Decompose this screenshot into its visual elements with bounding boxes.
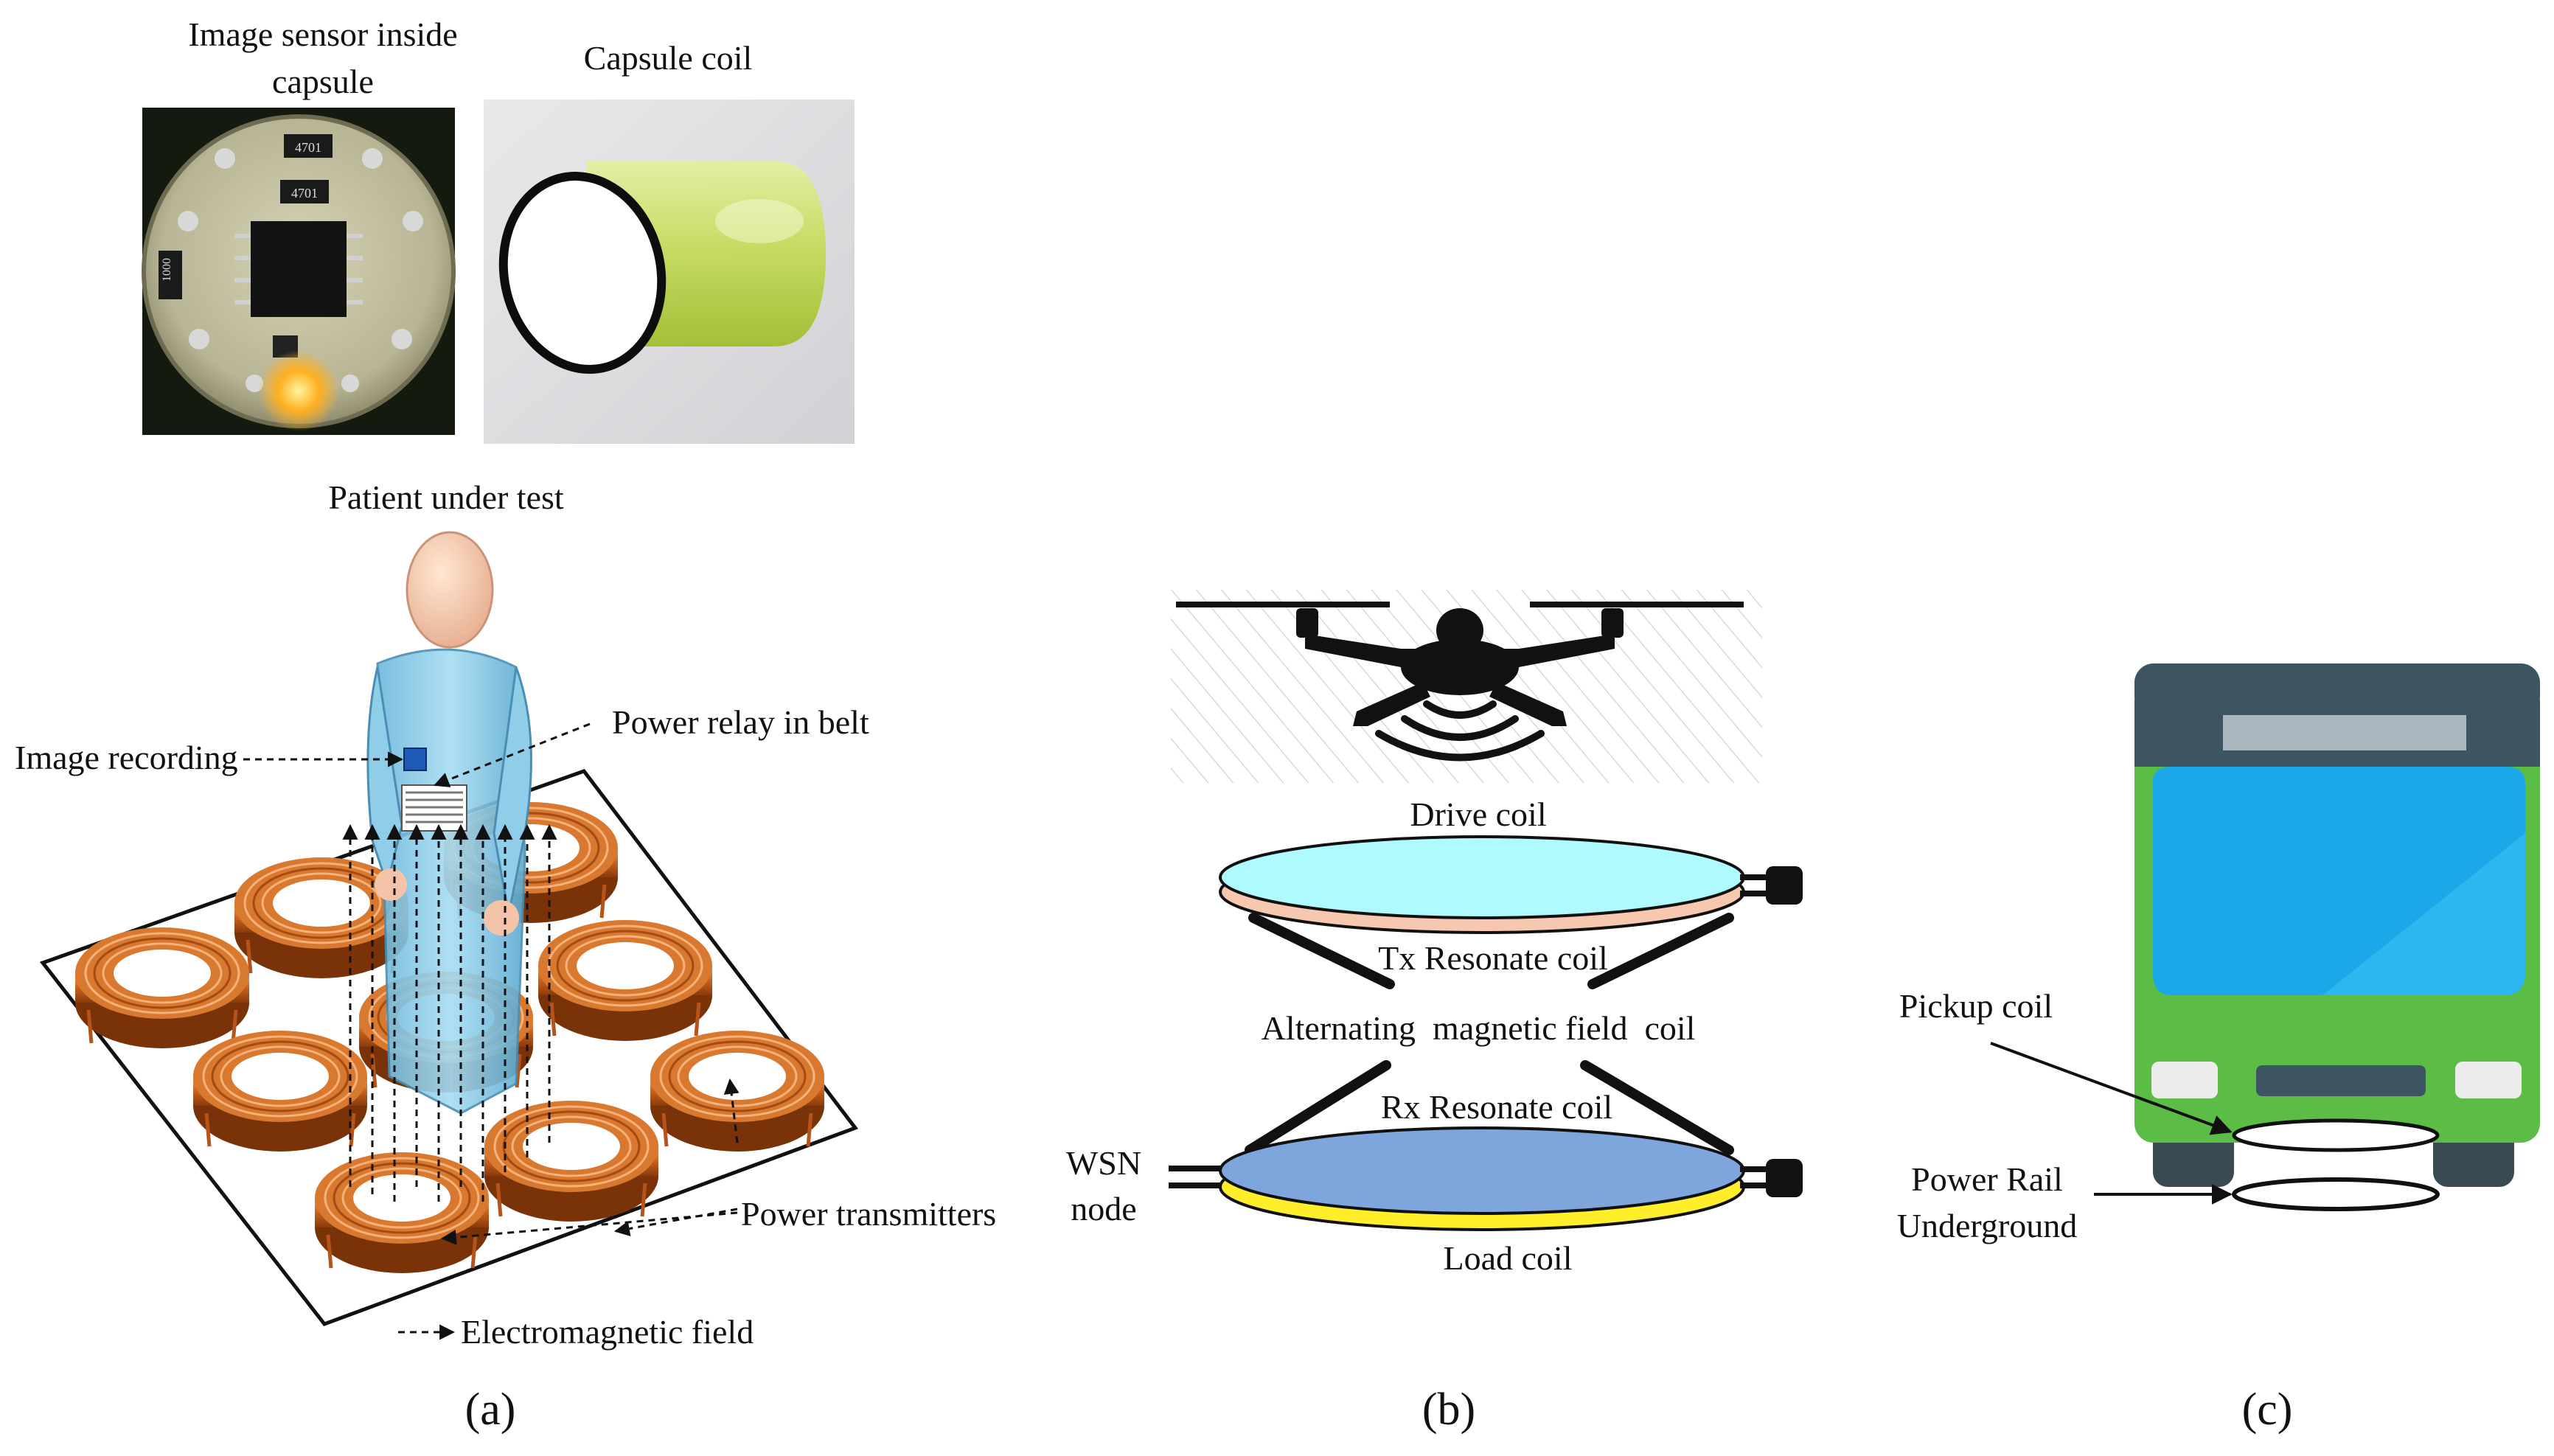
load-coil-label: Load coil bbox=[1444, 1239, 1573, 1277]
panel-a: Image sensor inside capsule Capsule coil… bbox=[15, 15, 996, 1435]
chip-marking-3: 1000 bbox=[161, 258, 173, 282]
image-sensor-chip bbox=[251, 221, 347, 317]
power-transmitter-coil bbox=[315, 1152, 489, 1273]
capsule-coil-title: Capsule coil bbox=[584, 39, 753, 77]
wsn-label-line1: WSN bbox=[1066, 1144, 1141, 1182]
power-transmitter-coil bbox=[650, 1031, 824, 1152]
pickup-coil-label: Pickup coil bbox=[1899, 987, 2053, 1025]
panel-c-leaders bbox=[1990, 1042, 2233, 1205]
patient-figure bbox=[366, 531, 532, 1115]
em-field-label: Electromagnetic field bbox=[461, 1313, 754, 1351]
tx-resonate-label: Tx Resonate coil bbox=[1378, 939, 1608, 977]
coil-struts bbox=[1245, 913, 1734, 1155]
caption-a: (a) bbox=[465, 1384, 516, 1435]
power-rail-label-line1: Power Rail bbox=[1911, 1160, 2063, 1198]
power-rail-coil bbox=[2232, 1177, 2440, 1211]
led-glow bbox=[258, 350, 339, 431]
sensor-title-line2: capsule bbox=[272, 63, 374, 100]
alternating-field-label: Alternating magnetic field coil bbox=[1262, 1009, 1696, 1047]
chip-marking-1: 4701 bbox=[295, 140, 321, 155]
power-transmitter-coil bbox=[538, 920, 712, 1041]
caption-c: (c) bbox=[2242, 1384, 2293, 1435]
leader-lines bbox=[243, 722, 740, 1340]
panel-b: Drive coil Tx Resonate coil Alternating … bbox=[1066, 590, 1803, 1435]
em-field-arrows bbox=[342, 823, 557, 1202]
power-transmitter-coil bbox=[484, 1101, 658, 1222]
wsn-label-line2: node bbox=[1071, 1190, 1136, 1227]
power-relay-label: Power relay in belt bbox=[612, 703, 869, 741]
patient-head bbox=[406, 531, 494, 649]
image-recording-label: Image recording bbox=[15, 739, 238, 776]
panel-c: Pickup coil Power Rail Underground (c) bbox=[1897, 663, 2540, 1435]
patient-label: Patient under test bbox=[328, 478, 564, 516]
pickup-coil bbox=[2232, 1118, 2440, 1152]
power-transmitter-coil bbox=[193, 1031, 367, 1152]
capsule-coil-photo bbox=[484, 100, 855, 444]
drone-icon bbox=[1176, 602, 1744, 762]
sensor-title-line1: Image sensor inside bbox=[188, 15, 457, 53]
drive-coil-label: Drive coil bbox=[1410, 795, 1546, 833]
caption-b: (b) bbox=[1422, 1384, 1475, 1435]
power-transmitter-coil bbox=[75, 927, 249, 1048]
bus-icon bbox=[2134, 663, 2540, 1187]
load-coil-assembly bbox=[1169, 1126, 1803, 1231]
chip-marking-2: 4701 bbox=[291, 186, 318, 201]
power-rail-label-line2: Underground bbox=[1897, 1207, 2077, 1244]
rx-resonate-label: Rx Resonate coil bbox=[1381, 1088, 1612, 1126]
drive-coil-assembly bbox=[1219, 835, 1803, 934]
image-sensor-photo: 4701 4701 1000 bbox=[142, 108, 456, 435]
image-recorder-device bbox=[403, 748, 427, 771]
power-transmitters-label: Power transmitters bbox=[741, 1195, 996, 1233]
